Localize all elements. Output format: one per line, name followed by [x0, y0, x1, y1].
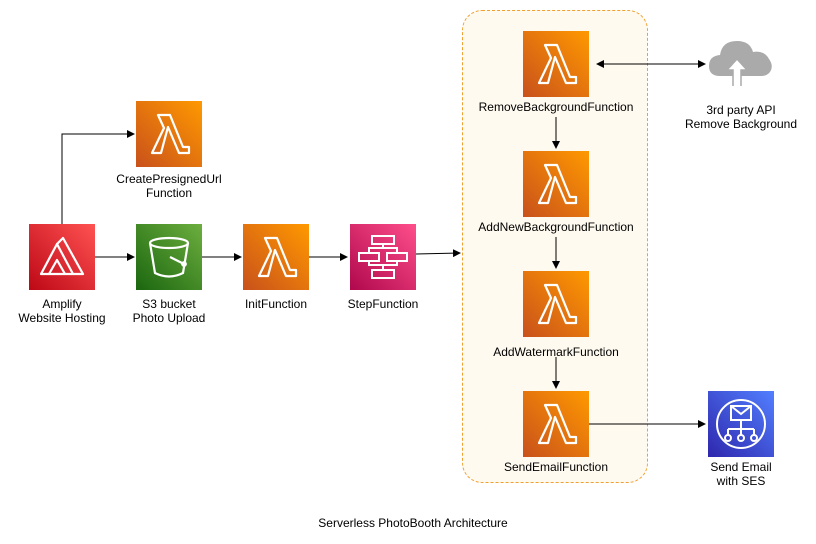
step-functions-icon [358, 235, 408, 279]
send-email-label: SendEmailFunction [503, 460, 609, 474]
ses-node [708, 391, 774, 457]
init-label: InitFunction [244, 297, 308, 311]
amplify-icon [39, 236, 85, 276]
lambda-icon [537, 43, 578, 85]
lambda-icon [150, 113, 191, 155]
lambda-icon [257, 236, 298, 278]
edge-amplify-presigned [61, 130, 135, 224]
step-node [350, 224, 416, 290]
step-label: StepFunction [347, 297, 419, 311]
watermark-label: AddWatermarkFunction [493, 345, 619, 359]
init-node [243, 224, 309, 290]
remove-bg-node [523, 31, 589, 97]
bucket-icon [148, 236, 190, 278]
email-icon [716, 399, 766, 449]
remove-bg-label: RemoveBackgroundFunction [478, 100, 634, 114]
add-bg-node [523, 151, 589, 217]
presigned-node [136, 101, 202, 167]
edge-step-group [415, 249, 461, 258]
add-bg-label: AddNewBackgroundFunction [478, 220, 634, 234]
cloud-upload-icon [709, 41, 772, 86]
watermark-node [523, 271, 589, 337]
diagram-title: Serverless PhotoBooth Architecture [318, 516, 508, 530]
lambda-icon [537, 403, 578, 445]
lambda-icon [537, 283, 578, 325]
send-email-node [523, 391, 589, 457]
s3-node [136, 224, 202, 290]
lambda-icon [537, 163, 578, 205]
amplify-node [29, 224, 95, 290]
